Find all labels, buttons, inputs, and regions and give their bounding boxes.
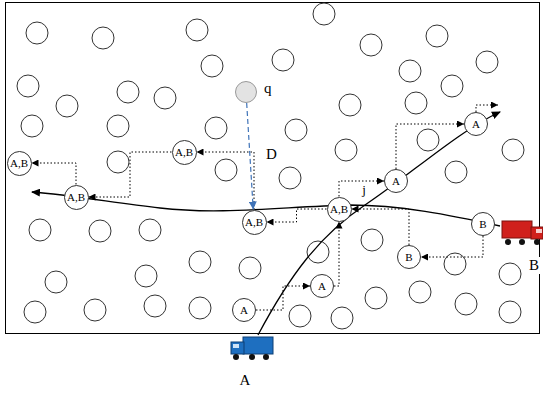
sensor-node: A xyxy=(384,169,408,193)
sensor-node: A xyxy=(232,298,256,322)
node-name: q xyxy=(264,80,272,97)
query-node: q xyxy=(235,81,257,103)
trajectory-a xyxy=(258,112,500,335)
edge-label: D xyxy=(265,146,278,163)
sensor-node: A,B xyxy=(172,140,197,165)
route-arrow xyxy=(32,163,77,185)
route-arrow xyxy=(197,152,255,210)
vehicle-label: A xyxy=(239,372,252,389)
sensor-node: A xyxy=(464,112,488,136)
sensor-node: B xyxy=(397,245,421,269)
sensor-node: A,B xyxy=(7,151,32,176)
vehicle-label: B xyxy=(528,257,540,274)
sensor-node: A,B xyxy=(327,197,352,222)
route-arrow xyxy=(89,152,172,197)
route-arrow xyxy=(334,222,339,287)
route-arrow xyxy=(421,236,483,257)
sensor-node: A xyxy=(310,274,334,298)
node-label: A,B xyxy=(10,158,28,169)
route-arrow xyxy=(339,181,384,197)
node-label: A xyxy=(318,281,326,292)
sensor-node: A,B xyxy=(242,210,267,235)
node-label: B xyxy=(479,219,486,230)
node-label: B xyxy=(405,252,412,263)
node-label: A xyxy=(472,119,480,130)
exit-route xyxy=(476,105,498,112)
field-border xyxy=(6,3,540,334)
route-arrow xyxy=(396,124,464,169)
sensor-node: B xyxy=(471,212,495,236)
distance-line xyxy=(247,103,254,210)
node-label: A,B xyxy=(175,147,193,158)
node-mark: j xyxy=(361,183,367,197)
truck-b xyxy=(502,221,543,245)
sensor-circles xyxy=(17,3,524,329)
node-label: A,B xyxy=(67,192,85,203)
node-label: A xyxy=(392,176,400,187)
sensor-node: A,B xyxy=(64,185,89,210)
route-arrow xyxy=(352,209,410,245)
truck-a xyxy=(231,337,273,360)
route-arrow xyxy=(267,209,327,222)
node-label: A,B xyxy=(330,204,348,215)
node-label: A,B xyxy=(245,217,263,228)
node-label: A xyxy=(240,305,248,316)
route-arrow xyxy=(256,286,310,310)
